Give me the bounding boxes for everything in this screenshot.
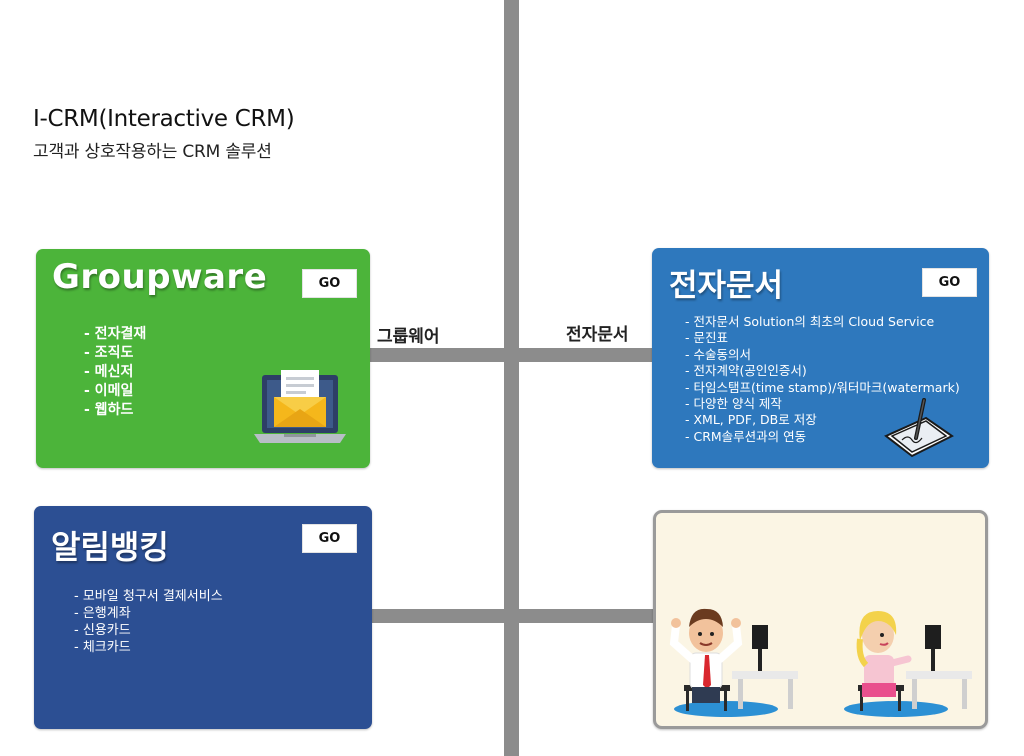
list-item: - CRM솔루션과의 연동 — [685, 428, 807, 444]
alarm-banking-feature-list: - 모바일 청구서 결제서비스 - 은행계좌 - 신용카드 - 체크카드 — [74, 588, 223, 656]
edoc-go-button[interactable]: GO — [922, 268, 977, 297]
list-item: - 문진표 — [685, 330, 728, 346]
signature-pad-icon — [884, 398, 954, 458]
list-item: - 신용카드 — [74, 623, 131, 638]
office-illustration-card — [653, 510, 988, 729]
edoc-connector-label: 전자문서 — [566, 325, 629, 345]
office-workers-illustration — [669, 608, 972, 717]
edoc-feature-list: - 전자문서 Solution의 최초의 Cloud Service - 문진표… — [685, 314, 960, 445]
list-item: - 웹하드 — [84, 402, 134, 418]
list-item: - 조직도 — [84, 345, 134, 361]
list-item: - 전자계약(공인인증서) — [685, 363, 807, 379]
groupware-go-button[interactable]: GO — [302, 269, 357, 298]
list-item: - 수술동의서 — [685, 346, 751, 362]
groupware-card[interactable]: Groupware GO - 전자결재 - 조직도 - 메신저 - 이메일 - … — [36, 249, 370, 468]
list-item: - 이메일 — [84, 383, 134, 399]
list-item: - 모바일 청구서 결제서비스 — [74, 589, 223, 604]
list-item: - 체크카드 — [74, 640, 131, 655]
alarm-banking-title: 알림뱅킹 — [51, 528, 169, 566]
list-item: - 은행계좌 — [74, 606, 131, 621]
page-subtitle: 고객과 상호작용하는 CRM 솔루션 — [33, 142, 272, 162]
scene-connector — [518, 609, 654, 623]
groupware-connector — [366, 348, 506, 362]
groupware-feature-list: - 전자결재 - 조직도 - 메신저 - 이메일 - 웹하드 — [84, 325, 146, 420]
groupware-title: Groupware — [52, 257, 268, 297]
vertical-connector — [504, 0, 519, 756]
alarm-banking-go-button[interactable]: GO — [302, 524, 357, 553]
list-item: - 다양한 양식 제작 — [685, 396, 782, 412]
edoc-card[interactable]: 전자문서 GO - 전자문서 Solution의 최초의 Cloud Servi… — [652, 248, 989, 468]
list-item: - 전자결재 — [84, 326, 147, 342]
page-title: I-CRM(Interactive CRM) — [33, 106, 295, 132]
list-item: - XML, PDF, DB로 저장 — [685, 412, 817, 428]
alarm-banking-card[interactable]: 알림뱅킹 GO - 모바일 청구서 결제서비스 - 은행계좌 - 신용카드 - … — [34, 506, 372, 729]
list-item: - 전자문서 Solution의 최초의 Cloud Service — [685, 314, 935, 329]
list-item: - 타임스탬프(time stamp)/워터마크(watermark) — [685, 379, 960, 395]
edoc-title: 전자문서 — [669, 268, 784, 304]
edoc-connector — [518, 348, 654, 362]
alarm-connector — [370, 609, 506, 623]
list-item: - 메신저 — [84, 364, 134, 380]
groupware-connector-label: 그룹웨어 — [377, 327, 440, 347]
laptop-mail-icon — [254, 370, 346, 443]
